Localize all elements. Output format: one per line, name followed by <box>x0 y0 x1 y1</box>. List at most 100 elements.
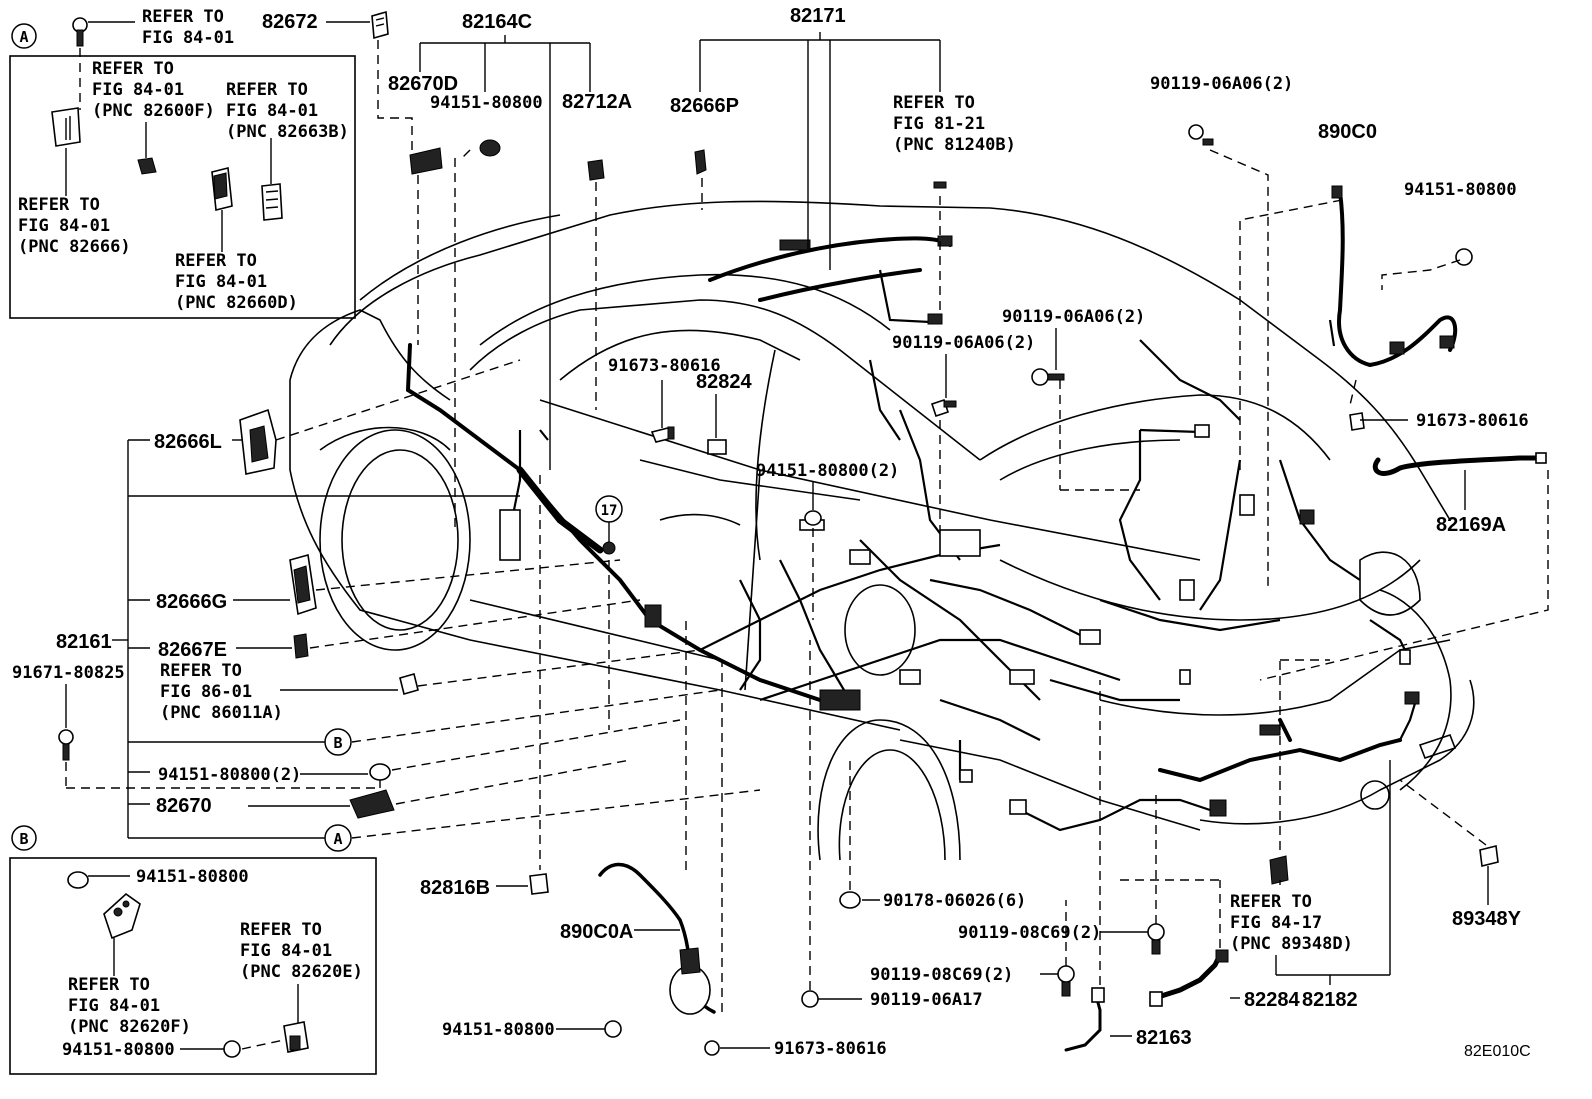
label-94151-80800-c: 94151-80800 <box>442 1020 555 1040</box>
label-82164c: 82164C <box>462 11 532 33</box>
part-82169a <box>1372 455 1543 476</box>
spare-wheel <box>844 584 916 676</box>
part-91673-clip-b <box>1349 412 1365 431</box>
rear-wheel <box>817 719 961 861</box>
label-94151-80800-2-a: 94151-80800(2) <box>756 461 899 481</box>
part-82670 <box>349 789 395 819</box>
label-82666l: 82666L <box>154 431 222 453</box>
label-82171: 82171 <box>790 5 846 27</box>
label-94151-80800-b: 94151-80800 <box>1404 180 1517 200</box>
label-82667e: 82667E <box>158 639 227 661</box>
inset-a-block-part <box>261 183 283 221</box>
part-89348d-connector <box>1269 855 1289 885</box>
label-82169a: 82169A <box>1436 514 1506 536</box>
part-82824 <box>707 439 727 455</box>
label-89348y: 89348Y <box>1452 908 1522 930</box>
label-left-refer: REFER TO FIG 86-01 (PNC 86011A) <box>160 661 283 723</box>
label-roof-refer: REFER TO FIG 81-21 (PNC 81240B) <box>893 93 1016 155</box>
label-82670: 82670 <box>156 795 212 817</box>
inset-a-frame <box>9 55 356 319</box>
inset-b-nut-top <box>67 871 89 889</box>
part-94151-grommet <box>479 139 501 157</box>
part-89348y <box>1479 845 1499 867</box>
marker-b <box>324 728 352 756</box>
part-94151-nut-2 <box>369 763 391 781</box>
label-91673-80616-a: 91673-80616 <box>608 356 721 376</box>
label-82824: 82824 <box>696 371 752 393</box>
top-refer-text: REFER TO FIG 84-01 <box>142 7 234 48</box>
inset-b-frame <box>9 857 377 1075</box>
label-82712a: 82712A <box>562 91 632 113</box>
inset-b-94151-bottom: 94151-80800 <box>62 1040 175 1060</box>
label-rear-refer: REFER TO FIG 84-17 (PNC 89348D) <box>1230 892 1353 954</box>
part-90119-08c69-bolt-a <box>1147 923 1165 941</box>
label-90119-06a06-b: 90119-06A06(2) <box>1002 307 1145 327</box>
label-90119-06a17: 90119-06A17 <box>870 990 983 1010</box>
callout-refer-82600f: REFER TO FIG 84-01 (PNC 82600F) <box>92 59 215 121</box>
top-refer-group: REFER TO FIG 84-01 <box>72 7 234 110</box>
label-890c0a: 890C0A <box>560 921 633 943</box>
main-markers: B A 17 <box>324 495 623 852</box>
label-82672: 82672 <box>262 11 318 33</box>
marker-a-label: A <box>333 830 342 848</box>
label-90119-08c69-a: 90119-08C69(2) <box>958 923 1101 943</box>
part-90178-clip <box>839 891 861 909</box>
inset-b-nut-bottom <box>223 1040 241 1058</box>
label-890c0: 890C0 <box>1318 121 1377 143</box>
label-82182: 82182 <box>1302 989 1358 1011</box>
inset-b-marker-label: B <box>19 830 28 848</box>
part-labels: 82672 82164C 82171 82670D 94151-80800 82… <box>12 5 1531 1060</box>
inset-b-94151-top: 94151-80800 <box>136 867 249 887</box>
marker-17 <box>595 495 623 523</box>
marker-b-label: B <box>333 734 342 752</box>
diagram-code: 82E010C <box>1464 1043 1531 1060</box>
label-82163: 82163 <box>1136 1027 1192 1049</box>
label-90119-08c69-b: 90119-08C69(2) <box>870 965 1013 985</box>
part-17-bolt <box>602 541 616 555</box>
label-90119-06a06-c: 90119-06A06(2) <box>892 333 1035 353</box>
callout-refer-82663b: REFER TO FIG 84-01 (PNC 82663B) <box>226 80 349 142</box>
front-wheel <box>319 429 471 651</box>
inset-b-bracket <box>103 892 141 940</box>
part-82816b <box>529 873 549 895</box>
part-94151-nut-890c0 <box>1455 248 1473 266</box>
part-91671-bolt <box>58 729 74 745</box>
label-82666p: 82666P <box>670 95 739 117</box>
label-82161: 82161 <box>56 631 112 653</box>
inset-a-marker-label: A <box>19 28 28 46</box>
part-82712a <box>587 159 605 181</box>
marker-17-label: 17 <box>601 503 618 519</box>
car-body-outline <box>289 200 1475 861</box>
leader-lines <box>65 21 1549 1049</box>
label-82666g: 82666G <box>156 591 227 613</box>
label-90178-06026: 90178-06026(6) <box>883 891 1026 911</box>
callout-refer-82660d: REFER TO FIG 84-01 (PNC 82660D) <box>175 251 298 313</box>
parts <box>58 10 1547 1056</box>
part-90119-06a17-bolt <box>801 990 819 1008</box>
inset-b-refer-82620e: REFER TO FIG 84-01 (PNC 82620E) <box>240 920 363 982</box>
part-90119-08c69-bolt-b <box>1057 965 1075 983</box>
part-82163 <box>1064 990 1102 1052</box>
label-90119-06a06-a: 90119-06A06(2) <box>1150 74 1293 94</box>
marker-a <box>324 824 352 852</box>
inset-b-refer-82620f: REFER TO FIG 84-01 (PNC 82620F) <box>68 975 191 1037</box>
part-90119-bolt-a <box>1188 124 1204 140</box>
label-94151-80800-a: 94151-80800 <box>430 93 543 113</box>
inset-a-marker <box>11 23 37 49</box>
part-82666p <box>694 149 707 175</box>
part-890c0 <box>1337 190 1458 368</box>
label-82284: 82284 <box>1244 989 1300 1011</box>
part-82284 <box>1152 952 1223 1001</box>
part-90119-bolt-c <box>1031 368 1049 386</box>
wire-harness <box>405 235 1420 832</box>
inset-b-marker <box>11 825 37 851</box>
inset-a: A REFER TO FIG 84-01 (PNC 82600F) REFER … <box>9 23 356 319</box>
callout-refer-82666: REFER TO FIG 84-01 (PNC 82666) <box>18 195 131 257</box>
part-94151-nut <box>804 510 822 526</box>
part-82670d <box>409 147 443 175</box>
label-91673-80616-b: 91673-80616 <box>1416 411 1529 431</box>
label-91671-80825: 91671-80825 <box>12 663 125 683</box>
part-82667e <box>293 633 309 659</box>
label-94151-80800-2-b: 94151-80800(2) <box>158 765 301 785</box>
